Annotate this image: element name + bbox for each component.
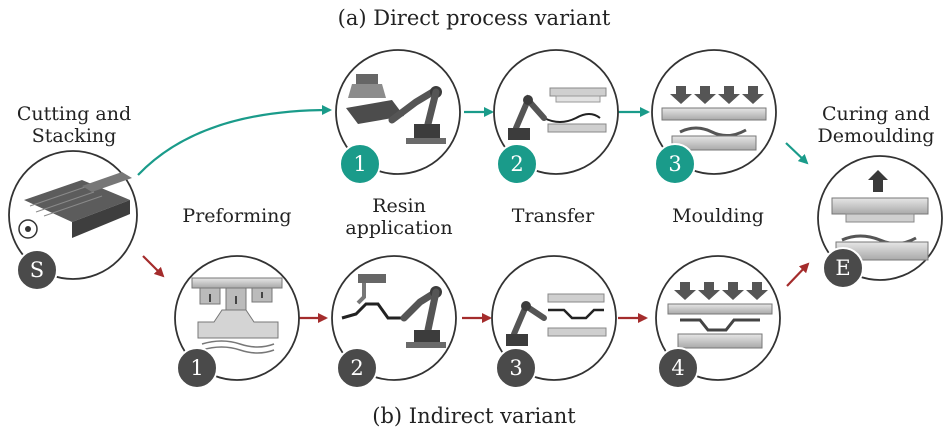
label-preforming: Preforming [182, 205, 292, 227]
transfer-preform-illustration [506, 293, 607, 346]
demould-illustration [831, 170, 929, 261]
label-moulding: Moulding [672, 205, 764, 227]
badge-indirect-2: 2 [336, 347, 378, 389]
node-direct-2-transfer [493, 49, 619, 175]
badge-direct-3: 3 [654, 143, 696, 185]
node-direct-3-moulding [651, 49, 777, 175]
svg-text:2: 2 [350, 356, 363, 380]
badge-indirect-3: 3 [495, 347, 537, 389]
badge-direct-2: 2 [496, 143, 538, 185]
svg-text:3: 3 [668, 152, 681, 176]
press-preform-illustration [667, 282, 773, 349]
resin-robot-illustration [346, 74, 446, 144]
label-cutting-line-1: Cutting and [16, 103, 132, 125]
svg-text:1: 1 [190, 356, 203, 380]
label-resin-line-1: Resin [372, 195, 426, 217]
arrow-start-to-direct-1 [137, 105, 332, 176]
node-direct-1-resin [335, 49, 461, 175]
arrow-start-to-indirect-1 [142, 255, 165, 278]
fabric-roll-illustration [18, 172, 132, 239]
press-illustration [661, 86, 767, 151]
label-curing-demoulding: Curing and Demoulding [806, 103, 946, 148]
direct-arrows [137, 105, 809, 176]
badge-direct-1: 1 [339, 143, 381, 185]
title-indirect-variant: (b) Indirect variant [372, 404, 576, 428]
label-resin-line-2: application [345, 216, 453, 239]
svg-text:4: 4 [671, 356, 684, 380]
badge-end: E [822, 247, 864, 289]
transfer-robot-illustration [508, 87, 607, 140]
badge-indirect-4: 4 [657, 347, 699, 389]
svg-text:1: 1 [353, 152, 366, 176]
node-indirect-4-moulding [655, 255, 781, 381]
svg-text:3: 3 [509, 356, 522, 380]
label-cutting-line-2: Stacking [31, 124, 117, 147]
label-curing-line-2: Demoulding [817, 124, 935, 147]
svg-text:E: E [835, 256, 850, 280]
indirect-arrows [142, 255, 810, 323]
title-direct-variant: (a) Direct process variant [337, 6, 611, 30]
label-curing-line-1: Curing and [821, 103, 931, 125]
label-transfer: Transfer [511, 205, 595, 227]
badge-start: S [16, 249, 58, 291]
arrow-indirect-4-to-end [786, 262, 810, 287]
arrow-direct-3-to-end [785, 142, 809, 165]
label-cutting-stacking: Cutting and Stacking [0, 103, 148, 148]
node-cutting-stacking [8, 150, 138, 280]
preform-tool-illustration [191, 277, 283, 354]
label-resin-application: Resin application [334, 195, 464, 240]
badge-indirect-1: 1 [176, 347, 218, 389]
svg-text:2: 2 [510, 152, 523, 176]
node-indirect-1-preforming [174, 255, 300, 381]
svg-text:S: S [30, 258, 44, 282]
resin-preform-robot-illustration [341, 274, 446, 348]
